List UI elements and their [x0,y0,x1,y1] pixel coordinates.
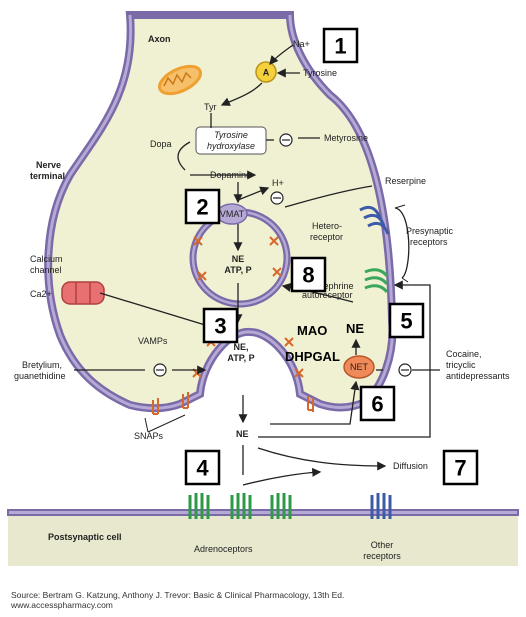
release-vesicle-contents-label: NE,ATP, P [227,342,254,363]
dopa-label: Dopa [150,139,172,149]
ne-atp-p-bottom-line-2: ATP, P [227,353,254,363]
svg-text:6: 6 [371,392,383,417]
svg-text:4: 4 [196,456,209,481]
ne-atp-p-top-line-2: ATP, P [224,265,251,275]
nerve-terminal-line-1: Nerve [36,160,61,170]
vamps-label: VAMPs [138,336,168,346]
svg-text:8: 8 [302,263,314,288]
net-label: NET [350,362,369,372]
h-plus-label: H+ [272,178,284,188]
diffusion-label: Diffusion [393,461,428,471]
svg-text:7: 7 [454,456,466,481]
number-box-3: 3 [202,307,239,344]
svg-text:1: 1 [334,34,346,59]
heteroreceptor-label: Hetero-receptor [310,221,343,242]
dhpgal-label: DHPGAL [285,349,340,364]
autoreceptor-icon [364,268,389,294]
cocaine-line-3: antidepressants [446,371,510,381]
ne-atp-p-top-line-1: NE [232,254,245,264]
number-box-6: 6 [359,385,396,422]
other-receptor-icon [370,493,392,519]
number-box-1: 1 [322,27,359,64]
transporter-a-label: A [263,68,270,78]
calcium-channel [61,281,105,305]
source-line-1: Source: Bertram G. Katzung, Anthony J. T… [11,590,345,600]
bretylium-line-1: Bretylium, [22,360,62,370]
calcium-channel-line-1: Calcium [30,254,63,264]
transporter-a: A [255,61,277,83]
snaps-bracket [144,204,409,433]
snaps-label: SNAPs [134,431,164,441]
number-box-7: 7 [442,449,479,486]
ne-cleft-label: NE [236,429,249,439]
number-box-5: 5 [388,302,425,339]
svg-text:2: 2 [196,195,208,220]
presynaptic-receptors-line-2: receptors [410,237,448,247]
source-citation: Source: Bertram G. Katzung, Anthony J. T… [11,590,344,610]
svg-text:3: 3 [214,314,226,339]
svg-text:5: 5 [400,309,412,334]
dopamine-label: Dopamine [210,170,251,180]
number-box-8: 8 [290,256,327,293]
tyrosine-hydroxylase-line-2: hydroxylase [207,141,255,151]
inhibition-symbols [153,133,412,377]
nerve-terminal-line-2: terminal [30,171,65,181]
calcium-channel-line-2: channel [30,265,62,275]
number-box-4: 4 [184,449,221,486]
ne-atp-p-bottom-line-1: NE, [233,342,248,352]
bretylium-label: Bretylium,guanethidine [14,360,66,381]
number-box-2: 2 [184,188,221,225]
sodium-label: Na+ [293,39,310,49]
ne-reuptake-label: NE [346,321,364,336]
other-receptors-line-1: Other [371,540,394,550]
other-receptors-line-2: receptors [363,551,401,561]
bretylium-line-2: guanethidine [14,371,66,381]
postsynaptic-cell [7,509,519,566]
reserpine-label: Reserpine [385,176,426,186]
mao-label: MAO [297,323,327,338]
cocaine-line-1: Cocaine, [446,349,482,359]
heteroreceptor-icon [359,205,390,235]
tyr-label: Tyr [204,102,217,112]
heteroreceptor-line-1: Hetero- [312,221,342,231]
tyrosine-label: Tyrosine [303,68,337,78]
heteroreceptor-line-2: receptor [310,232,343,242]
tyrosine-hydroxylase-line-1: Tyrosine [214,130,248,140]
vmat: VMAT [216,203,248,225]
source-line-2: www.accesspharmacy.com [11,600,113,610]
mitochondrion [158,64,202,96]
pathway-arrows [74,44,440,486]
net-transporter: NET [343,355,375,379]
axon-label: Axon [148,34,171,44]
calcium-ion-label: Ca2+ [30,289,52,299]
postsynaptic-cell-label: Postsynaptic cell [48,532,122,542]
cocaine-line-2: tricyclic [446,360,476,370]
presynaptic-receptors-line-1: Presynaptic [406,226,454,236]
adrenoceptors-label: Adrenoceptors [194,544,253,554]
norepinephrine-autoreceptor-line-2: autoreceptor [302,290,353,300]
number-boxes: 1 2 3 4 5 6 7 8 [184,27,479,486]
metyrosine-label: Metyrosine [324,133,368,143]
adrenoceptor-icons [188,493,292,519]
vmat-label: VMAT [220,209,245,219]
